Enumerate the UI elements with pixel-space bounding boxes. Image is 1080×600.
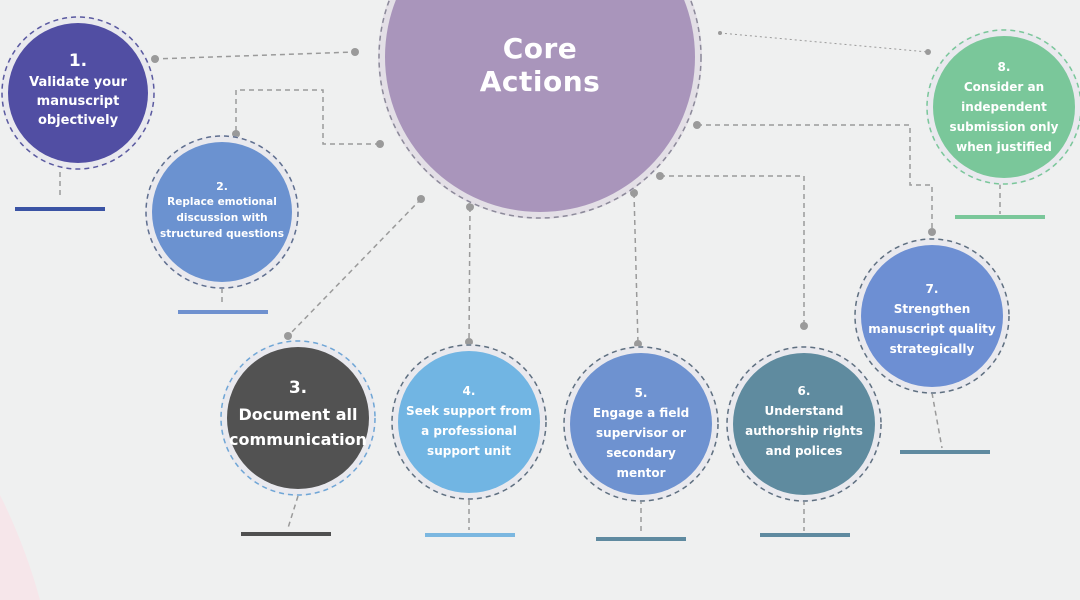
connector-core-to-3 <box>287 198 422 337</box>
action-circle-4 <box>391 344 547 500</box>
action-circle-7 <box>854 238 1010 394</box>
base-bar-5 <box>596 537 686 541</box>
base-bars <box>15 207 1045 541</box>
action-circle-5 <box>563 346 719 502</box>
connector-core-to-5 <box>633 192 639 345</box>
core-circle <box>378 0 702 219</box>
base-bar-2 <box>178 310 268 314</box>
base-bar-3 <box>241 532 331 536</box>
action-circles <box>1 16 1080 502</box>
base-bar-1 <box>15 207 105 211</box>
decorative-corner-shape <box>0 495 40 600</box>
stems <box>59 172 1001 534</box>
action-circle-8 <box>926 29 1080 185</box>
base-bar-4 <box>425 533 515 537</box>
base-bar-8 <box>955 215 1045 219</box>
connector-core-to-2 <box>235 89 380 145</box>
action-circle-3 <box>220 340 376 496</box>
connector-lines <box>153 32 933 345</box>
connector-core-to-1 <box>153 51 356 60</box>
action-circle-1 <box>1 16 155 170</box>
connector-dots <box>151 31 936 348</box>
base-bar-7 <box>900 450 990 454</box>
connector-core-to-6 <box>660 175 805 326</box>
connector-core-to-8 <box>719 32 929 53</box>
action-circle-6 <box>726 346 882 502</box>
connector-core-to-7 <box>697 124 933 232</box>
connector-core-to-4 <box>468 206 471 343</box>
action-circle-2 <box>145 135 299 289</box>
base-bar-6 <box>760 533 850 537</box>
